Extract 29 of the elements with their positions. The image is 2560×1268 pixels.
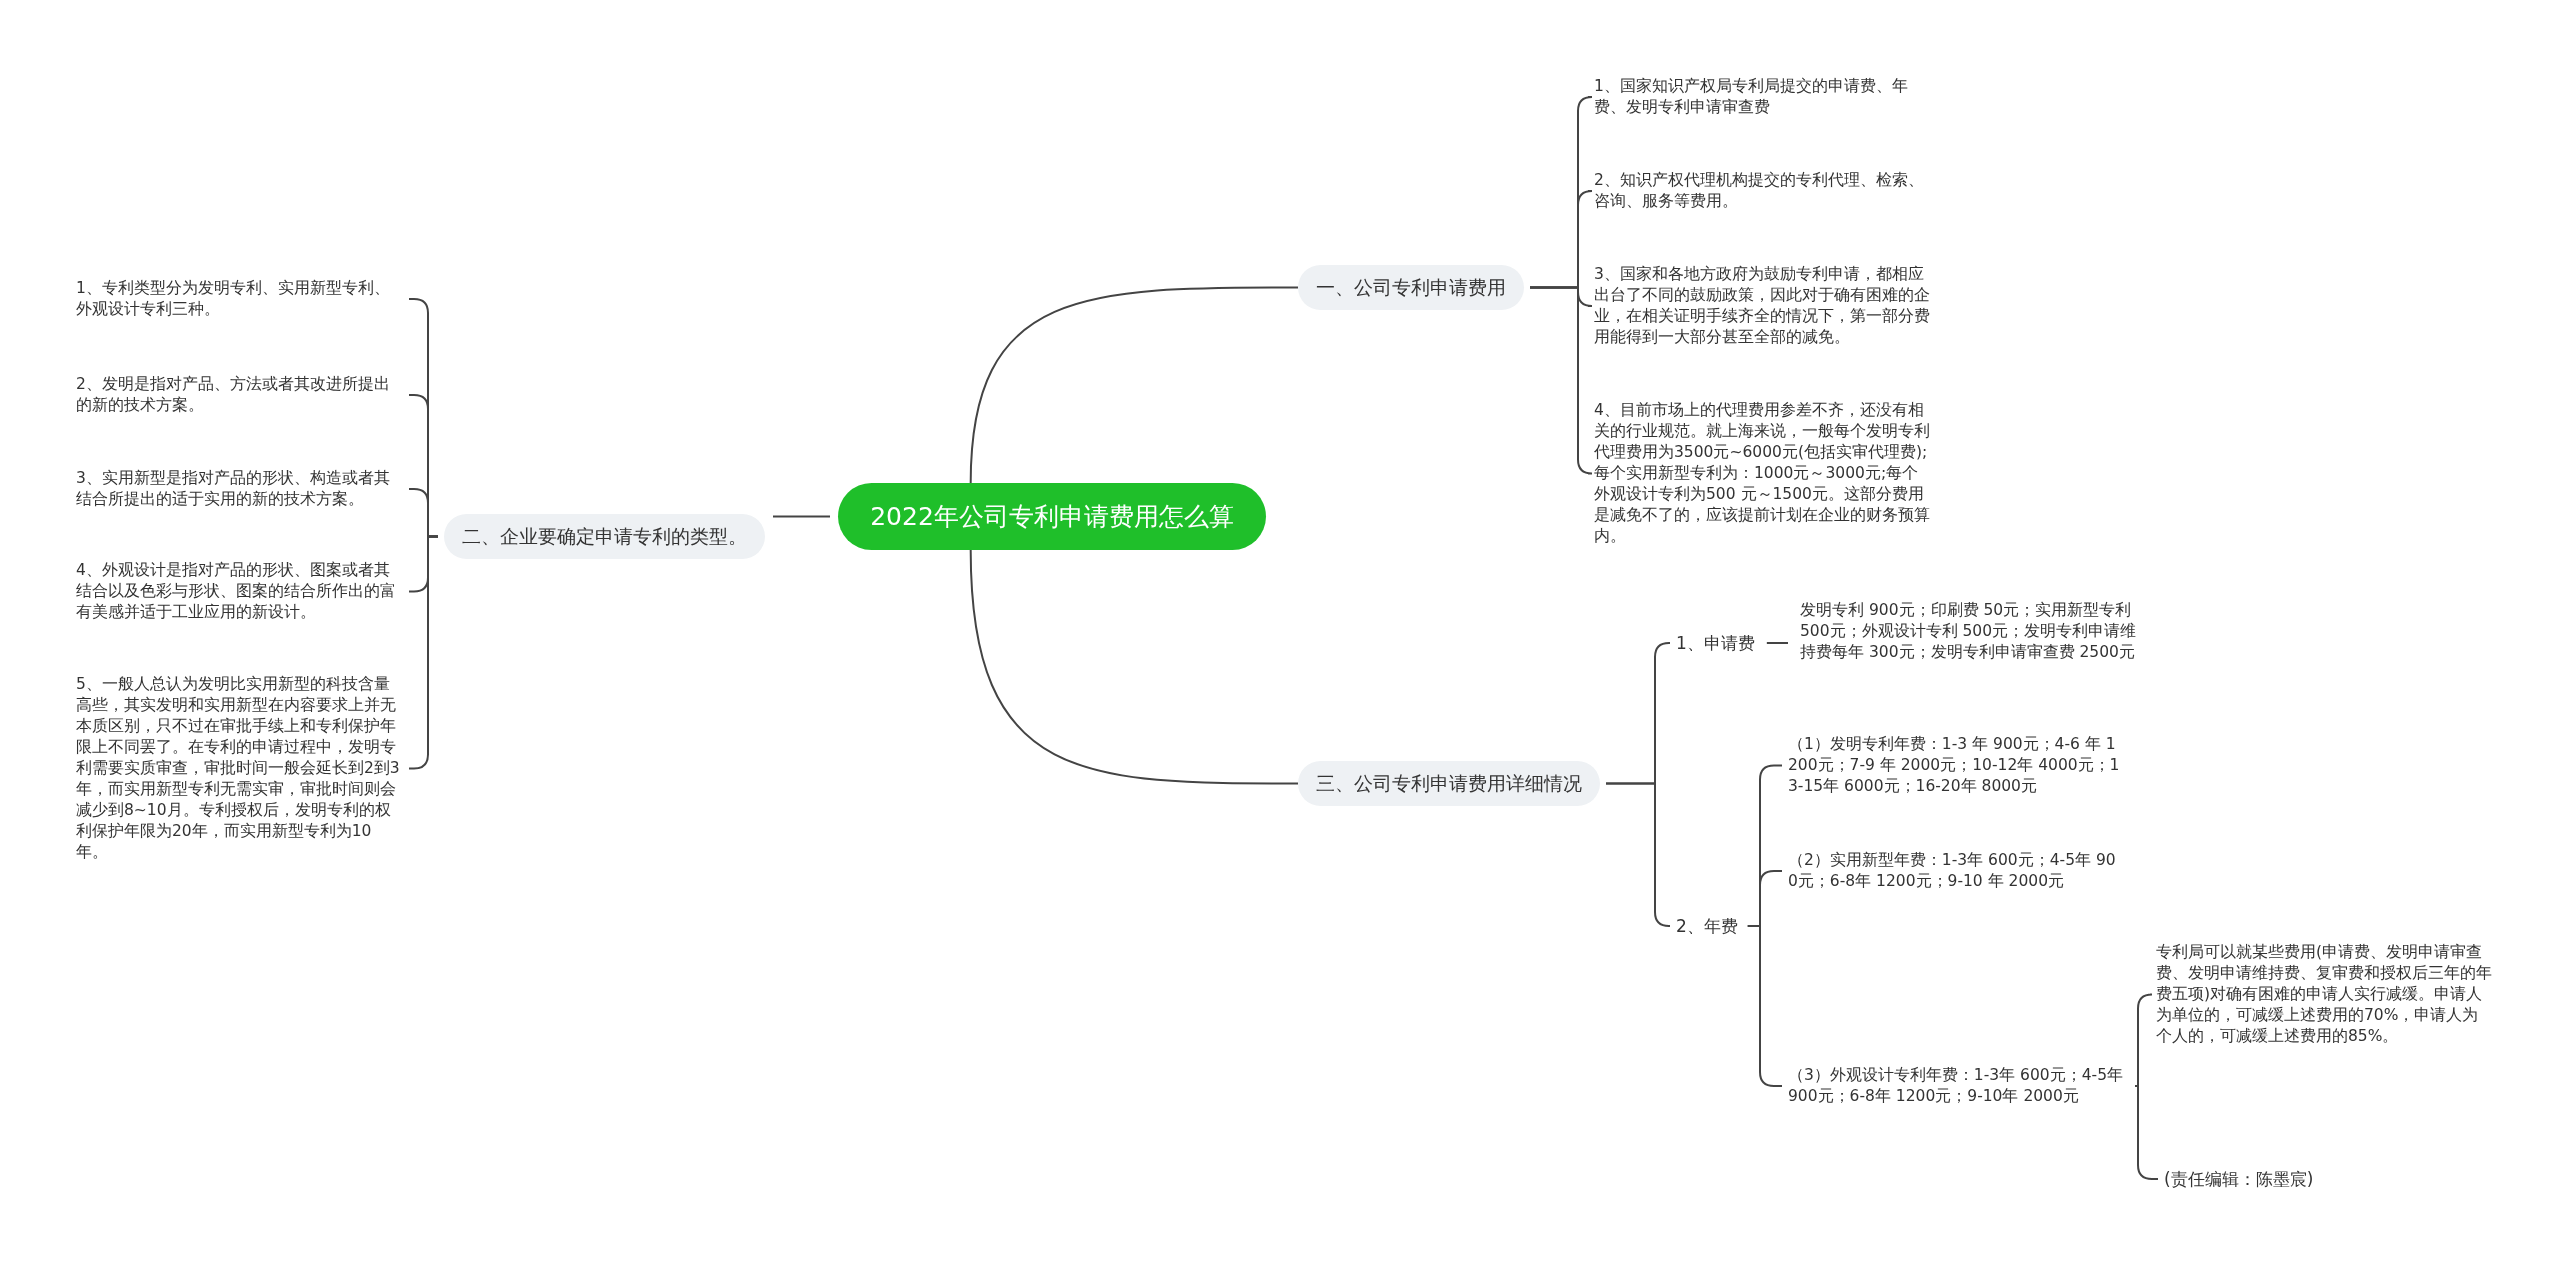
- topic-pill: 一、公司专利申请费用: [1298, 265, 1524, 310]
- topic-text: 1、专利类型分为发明专利、实用新型专利、外观设计专利三种。: [72, 276, 407, 322]
- topic-text: 发明专利 900元；印刷费 50元；实用新型专利 500元；外观设计专利 500元；发明专利申请维持费每年 300元；发明专利申请审查费 2500元: [1796, 598, 2141, 665]
- connector-line: [772, 515, 831, 518]
- connector-line: [1529, 286, 1593, 475]
- topic-text: 1、国家知识产权局专利局提交的申请费、年费、发明专利申请审查费: [1590, 74, 1935, 120]
- topic-text: （2）实用新型年费：1-3年 600元；4-5年 900元；6-8年 1200元；9-10 年 2000元: [1784, 848, 2129, 894]
- topic-text: 3、国家和各地方政府为鼓励专利申请，都相应出台了不同的鼓励政策，因此对于确有困难的企业，在相关证明手续齐全的情况下，第一部分费用能得到一大部分甚至全部的减免。: [1590, 262, 1935, 350]
- topic-label: 1、申请费: [1672, 630, 1759, 656]
- topic-text: 2、发明是指对产品、方法或者其改进所提出的新的技术方案。: [72, 372, 407, 418]
- topic-label: (责任编辑：陈墨宸): [2160, 1166, 2318, 1192]
- topic-text: 2、知识产权代理机构提交的专利代理、检索、咨询、服务等费用。: [1590, 168, 1935, 214]
- topic-text: 专利局可以就某些费用(申请费、发明申请审查费、发明申请维持费、复审费和授权后三年的年费五项)对确有困难的申请人实行减缓。申请人为单位的，可减缓上述费用的70%，申请人为个人的，可减缓上述费用的85%。: [2152, 940, 2497, 1049]
- connector-line: [2134, 1085, 2159, 1180]
- connector-line: [969, 286, 1299, 484]
- topic-text: 4、外观设计是指对产品的形状、图案或者其结合以及色彩与形状、图案的结合所作出的富有美感并适于工业应用的新设计。: [72, 558, 407, 625]
- connector-line: [969, 549, 1299, 785]
- connector-line: [2134, 993, 2153, 1087]
- topic-text: （1）发明专利年费：1-3 年 900元；4-6 年 1200元；7-9 年 2000元；10-12年 4000元；13-15年 6000元；16-20年 8000元: [1784, 732, 2129, 799]
- topic-pill: 三、公司专利申请费用详细情况: [1298, 761, 1600, 806]
- connector-line: [1605, 782, 1671, 927]
- topic-text: 3、实用新型是指对产品的形状、构造或者其结合所提出的适于实用的新的技术方案。: [72, 466, 407, 512]
- connector-line: [1765, 642, 1789, 644]
- topic-text: （3）外观设计专利年费：1-3年 600元；4-5年 900元；6-8年 1200元；9-10年 2000元: [1784, 1063, 2129, 1109]
- topic-text: 5、一般人总认为发明比实用新型的科技含量高些，其实发明和实用新型在内容要求上并无本质区别，只不过在审批手续上和专利保护年限上不同罢了。在专利的申请过程中，发明专利需要实质审查，审批时间一般会延长到2到3年，而实用新型专利无需实审，审批时间则会减少到8~10月。专利授权后，发明专利的权利保护年限为20年，而实用新型专利为10年。: [72, 672, 407, 865]
- topic-text: 4、目前市场上的代理费用参差不齐，还没有相关的行业规范。就上海来说，一般每个发明专利代理费用为3500元~6000元(包括实审代理费);每个实用新型专利为：1000元～3000元;每个外观设计专利为500 元～1500元。这部分费用是减免不了的，应该提前计划在企业的财务预算内。: [1590, 398, 1935, 549]
- central-topic: 2022年公司专利申请费用怎么算: [838, 483, 1266, 550]
- topic-label: 2、年费: [1672, 913, 1742, 939]
- topic-pill: 二、企业要确定申请专利的类型。: [444, 514, 765, 559]
